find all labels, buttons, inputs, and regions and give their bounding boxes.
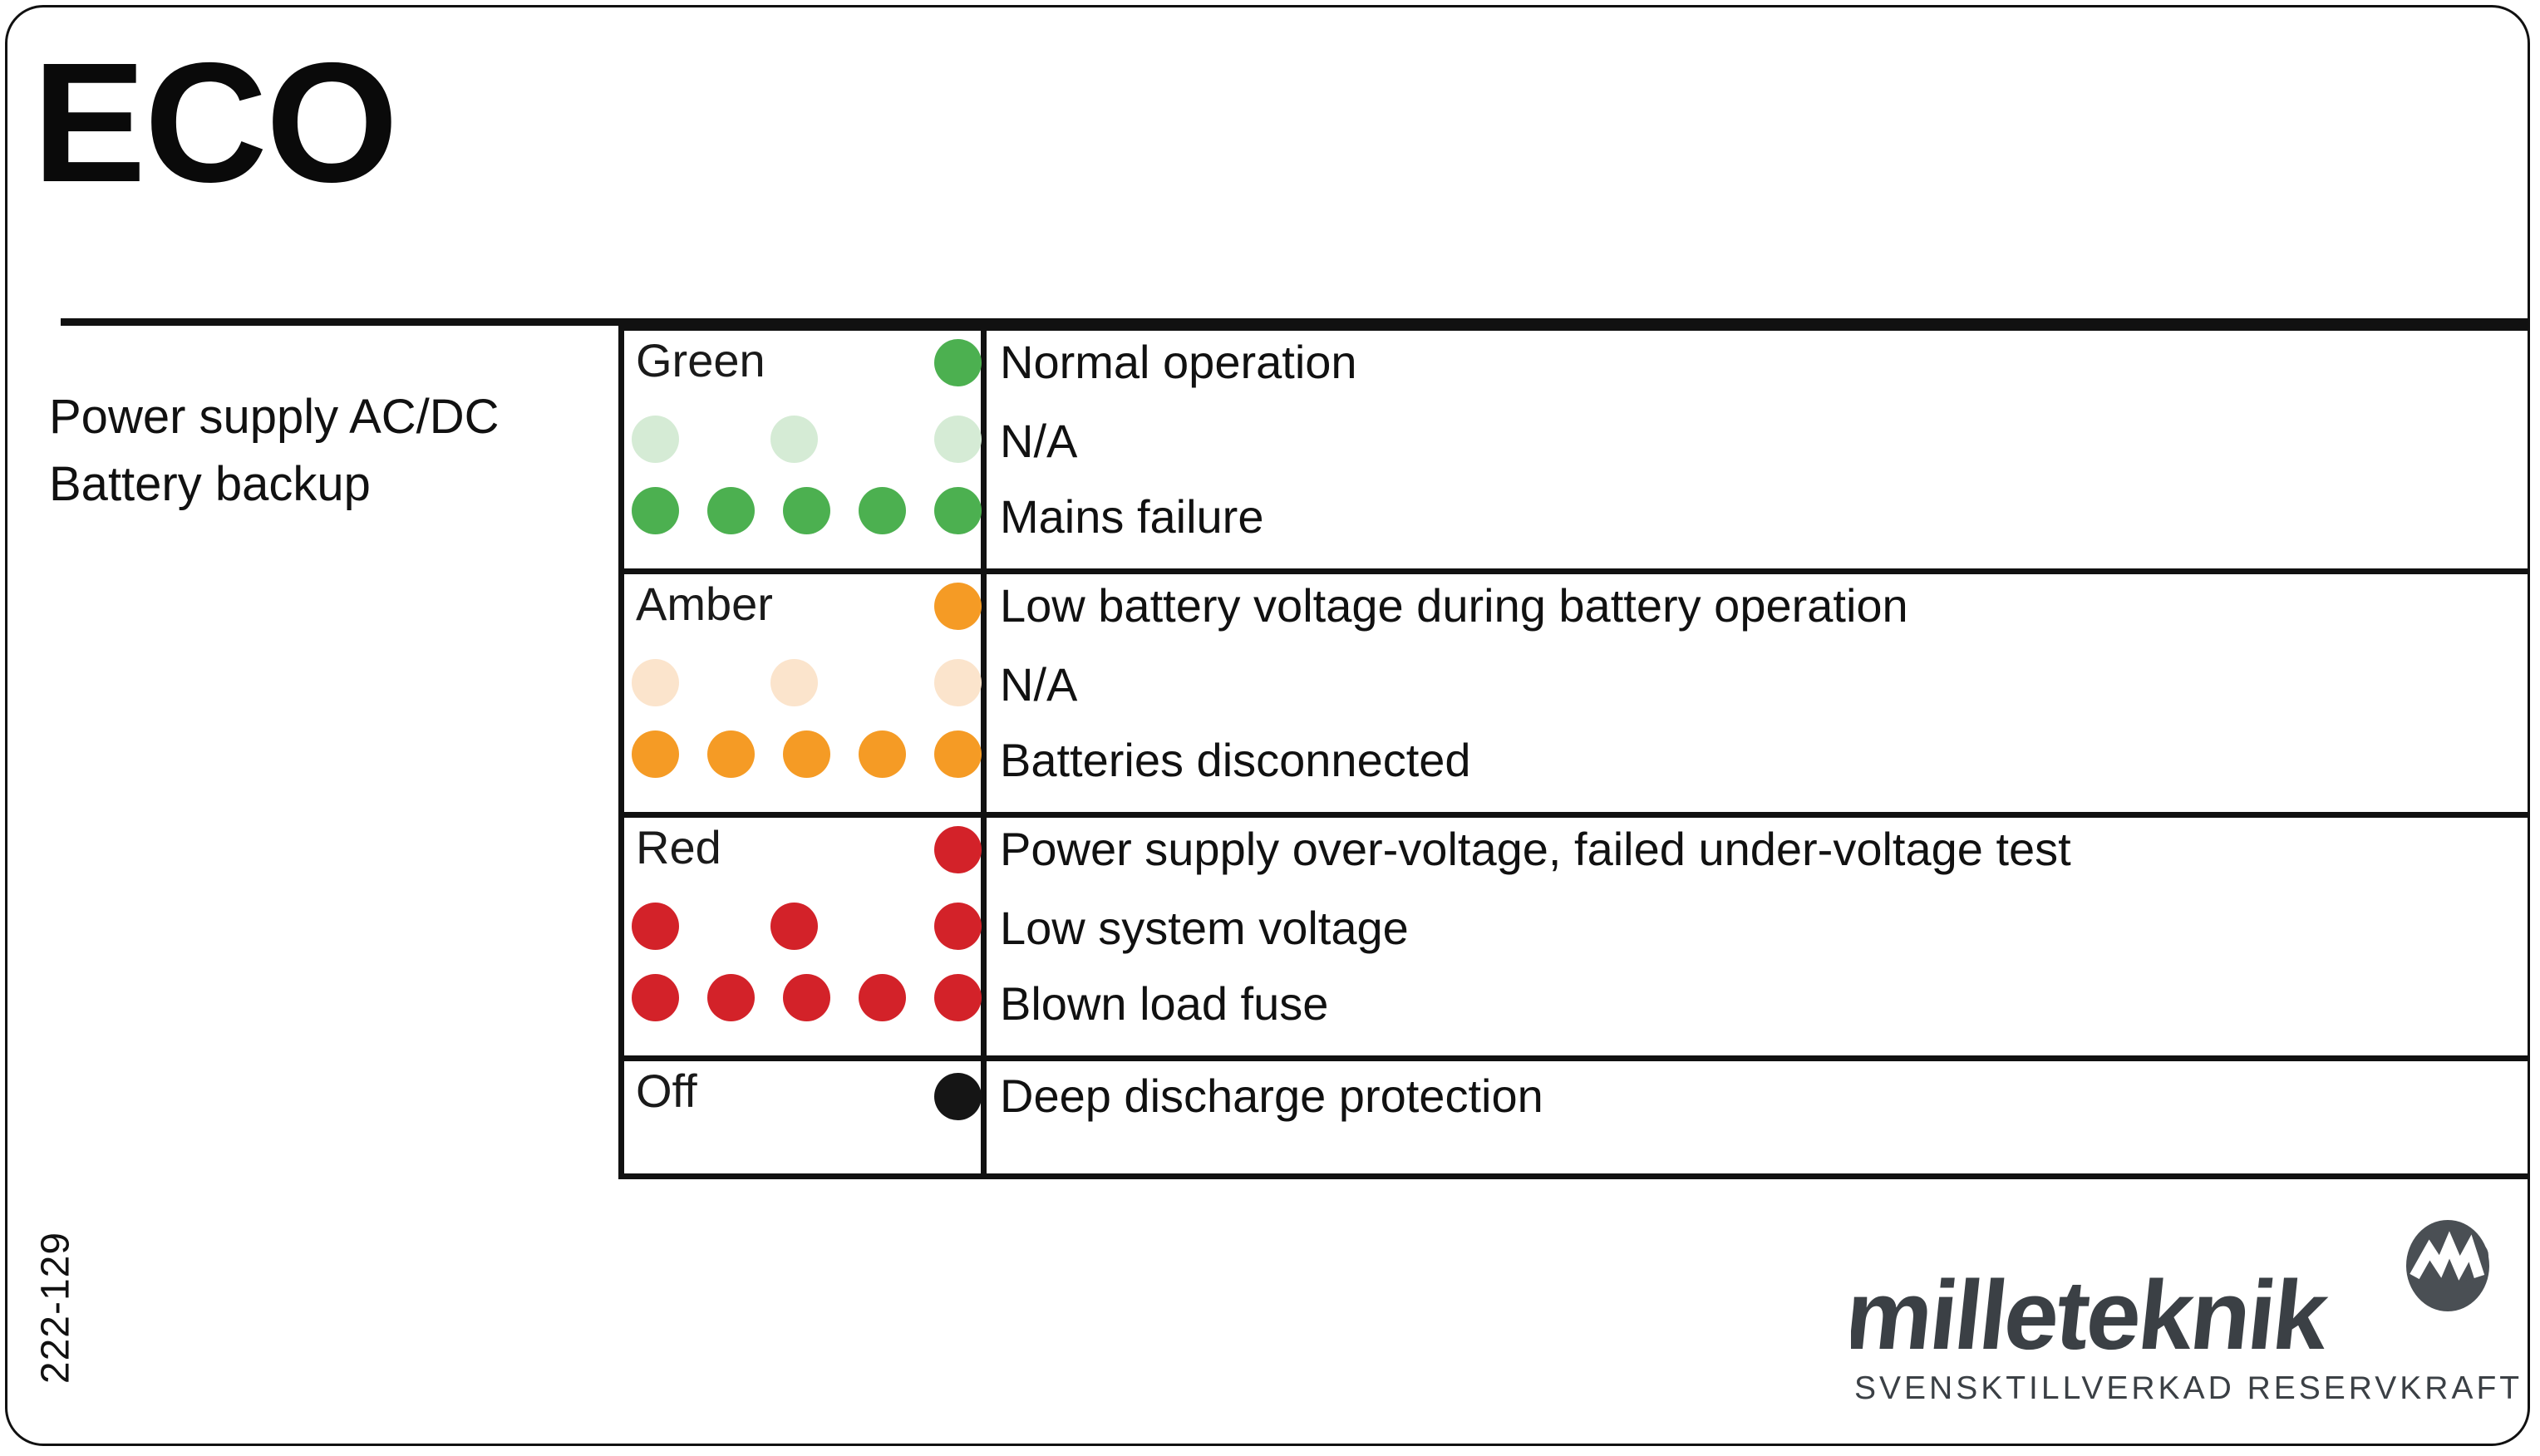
- led-dot: [770, 903, 818, 950]
- led-dot: [934, 730, 982, 778]
- led-status-table: Green Normal operation N/A Mains failure: [618, 323, 2528, 1179]
- led-color-label: Red: [636, 821, 721, 873]
- led-dot: [859, 730, 906, 778]
- led-dot: [632, 974, 679, 1021]
- led-dot: [934, 583, 982, 630]
- led-dot: [707, 730, 755, 778]
- led-description: Blown load fuse: [1000, 977, 1329, 1030]
- led-dot: [934, 1073, 982, 1120]
- led-color-label: Amber: [636, 578, 773, 630]
- led-description-cell: Normal operation N/A Mains failure: [987, 331, 2528, 568]
- svg-text:milleteknik: milleteknik: [1851, 1266, 2334, 1365]
- table-row: Green Normal operation N/A Mains failure: [618, 331, 2528, 574]
- led-description: Low system voltage: [1000, 902, 1409, 954]
- subtitle-line-1: Power supply AC/DC: [49, 390, 500, 444]
- led-dot: [770, 416, 818, 463]
- brand-wordmark: milleteknik: [1851, 1266, 2449, 1365]
- led-description: Power supply over-voltage, failed under-…: [1000, 823, 2071, 875]
- led-color-label: Off: [636, 1065, 697, 1117]
- led-dot: [707, 487, 755, 534]
- led-dot: [934, 974, 982, 1021]
- led-color-label: Green: [636, 334, 765, 386]
- led-dot: [783, 730, 830, 778]
- led-description: Deep discharge protection: [1000, 1070, 1543, 1122]
- led-dot: [783, 487, 830, 534]
- led-description: Batteries disconnected: [1000, 734, 1471, 786]
- led-description: Mains failure: [1000, 490, 1264, 543]
- led-description: N/A: [1000, 415, 1078, 467]
- led-description-cell: Low battery voltage during battery opera…: [987, 574, 2528, 812]
- article-code: 222-129: [33, 1231, 78, 1385]
- led-dot: [934, 339, 982, 386]
- led-dot: [632, 903, 679, 950]
- led-dot: [632, 659, 679, 706]
- led-dot: [934, 826, 982, 873]
- led-dot: [859, 974, 906, 1021]
- led-pattern-cell: Green: [618, 331, 987, 568]
- led-dot: [770, 659, 818, 706]
- led-description: Low battery voltage during battery opera…: [1000, 579, 1908, 632]
- led-dot: [934, 416, 982, 463]
- led-dot: [632, 416, 679, 463]
- brand-tagline: SVENSKTILLVERKAD RESERVKRAFT: [1854, 1370, 2523, 1406]
- product-label: ECO Power supply AC/DC Battery backup Gr…: [5, 5, 2530, 1446]
- led-dot: [934, 487, 982, 534]
- led-dot-grid: [624, 1061, 982, 1173]
- subtitle-line-2: Battery backup: [49, 457, 371, 512]
- brand-logo: milleteknik SVENSKTILLVERKAD RESERVKRAFT: [1851, 1217, 2519, 1414]
- table-top-rule: [61, 318, 2528, 326]
- led-dot: [783, 974, 830, 1021]
- product-subtitle: Power supply AC/DC Battery backup: [49, 383, 500, 518]
- led-description: N/A: [1000, 658, 1078, 711]
- led-pattern-cell: Off: [618, 1061, 987, 1173]
- led-description-cell: Deep discharge protection: [987, 1061, 2528, 1173]
- led-description: Normal operation: [1000, 336, 1357, 388]
- led-dot: [934, 659, 982, 706]
- led-dot: [859, 487, 906, 534]
- table-row: Red Power supply over-voltage, failed un…: [618, 818, 2528, 1061]
- led-dot: [632, 730, 679, 778]
- led-pattern-cell: Red: [618, 818, 987, 1055]
- led-dot: [934, 903, 982, 950]
- led-dot-grid: [624, 818, 982, 1055]
- table-row: Off Deep discharge protection: [618, 1061, 2528, 1179]
- led-dot: [632, 487, 679, 534]
- led-description-cell: Power supply over-voltage, failed under-…: [987, 818, 2528, 1055]
- table-row: Amber Low battery voltage during battery…: [618, 574, 2528, 818]
- led-dot-grid: [624, 574, 982, 812]
- lightning-m-badge-icon: [2401, 1217, 2494, 1315]
- led-dot: [707, 974, 755, 1021]
- led-pattern-cell: Amber: [618, 574, 987, 812]
- led-dot-grid: [624, 331, 982, 568]
- page-title: ECO: [32, 27, 398, 218]
